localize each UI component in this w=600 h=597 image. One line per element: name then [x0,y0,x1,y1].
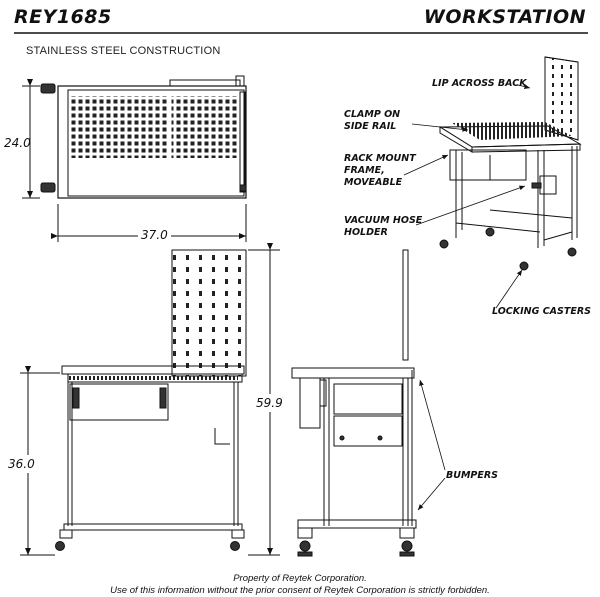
callout-lip: LIP ACROSS BACK [432,78,527,89]
dim-top-depth: 24.0 [4,136,31,150]
callout-leaders [403,84,531,511]
dim-overall-height: 59.9 [256,394,283,412]
callout-rack: RACK MOUNT FRAME, MOVEABLE [344,153,416,188]
footer-property: Property of Reytek Corporation. [233,573,367,584]
callout-vacuum: VACUUM HOSE HOLDER [344,215,423,238]
front-view [20,243,280,556]
top-view [22,75,247,242]
footer-notice: Use of this information without the prio… [110,585,490,596]
model-number: REY1685 [14,6,112,28]
callout-casters: LOCKING CASTERS [492,306,592,317]
construction-note: STAINLESS STEEL CONSTRUCTION [26,45,221,57]
callout-bumpers: BUMPERS [446,470,499,481]
dim-work-height: 36.0 [8,455,35,473]
callout-clamp: CLAMP ON SIDE RAIL [344,109,401,132]
side-view [291,249,417,557]
iso-view [438,56,582,271]
product-title: WORKSTATION [423,6,586,28]
dim-top-width: 37.0 [138,228,171,242]
